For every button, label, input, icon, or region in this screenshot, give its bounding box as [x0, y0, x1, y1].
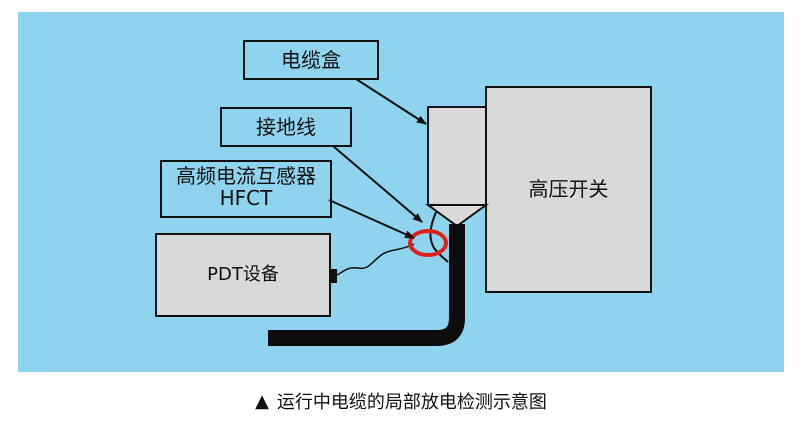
triangle-marker-icon: ▲: [255, 390, 269, 412]
ground-wire-callout: [220, 107, 352, 147]
cable-box-label: 电缆盒: [281, 48, 341, 72]
cable-box-arrow: [355, 78, 427, 125]
diagram-background: [18, 12, 784, 372]
ground-wire-arrow: [332, 145, 423, 223]
pdt-connector: [330, 269, 337, 283]
cable-termination: [424, 204, 490, 228]
ground-wire: [429, 211, 449, 263]
diagram-panel: 电缆盒 接地线 高频电流互感器 HFCT PDT设备 高压开关: [18, 12, 784, 372]
diagram-canvas: [18, 12, 784, 372]
hfct-ring: [408, 229, 448, 257]
cable-box: [427, 106, 487, 206]
hfct-callout: [160, 160, 332, 218]
pdt-device-label: PDT设备: [207, 264, 279, 285]
hfct-arrow: [328, 199, 415, 239]
hfct-label-line1: 高频电流互感器: [176, 164, 316, 188]
ground-wire-label: 接地线: [256, 115, 316, 139]
figure-caption: ▲ 运行中电缆的局部放电检测示意图: [0, 384, 802, 418]
cable-box-callout: [243, 40, 379, 80]
hfct-label-line2: HFCT: [219, 186, 273, 210]
caption-text: 运行中电缆的局部放电检测示意图: [276, 392, 547, 413]
switchgear-label: 高压开关: [528, 177, 609, 201]
signal-wire: [333, 243, 415, 277]
hfct-label: 高频电流互感器 HFCT: [161, 165, 331, 209]
power-cable: [268, 224, 465, 346]
switchgear-cabinet: [485, 86, 652, 293]
pdt-device-box: [155, 233, 331, 317]
